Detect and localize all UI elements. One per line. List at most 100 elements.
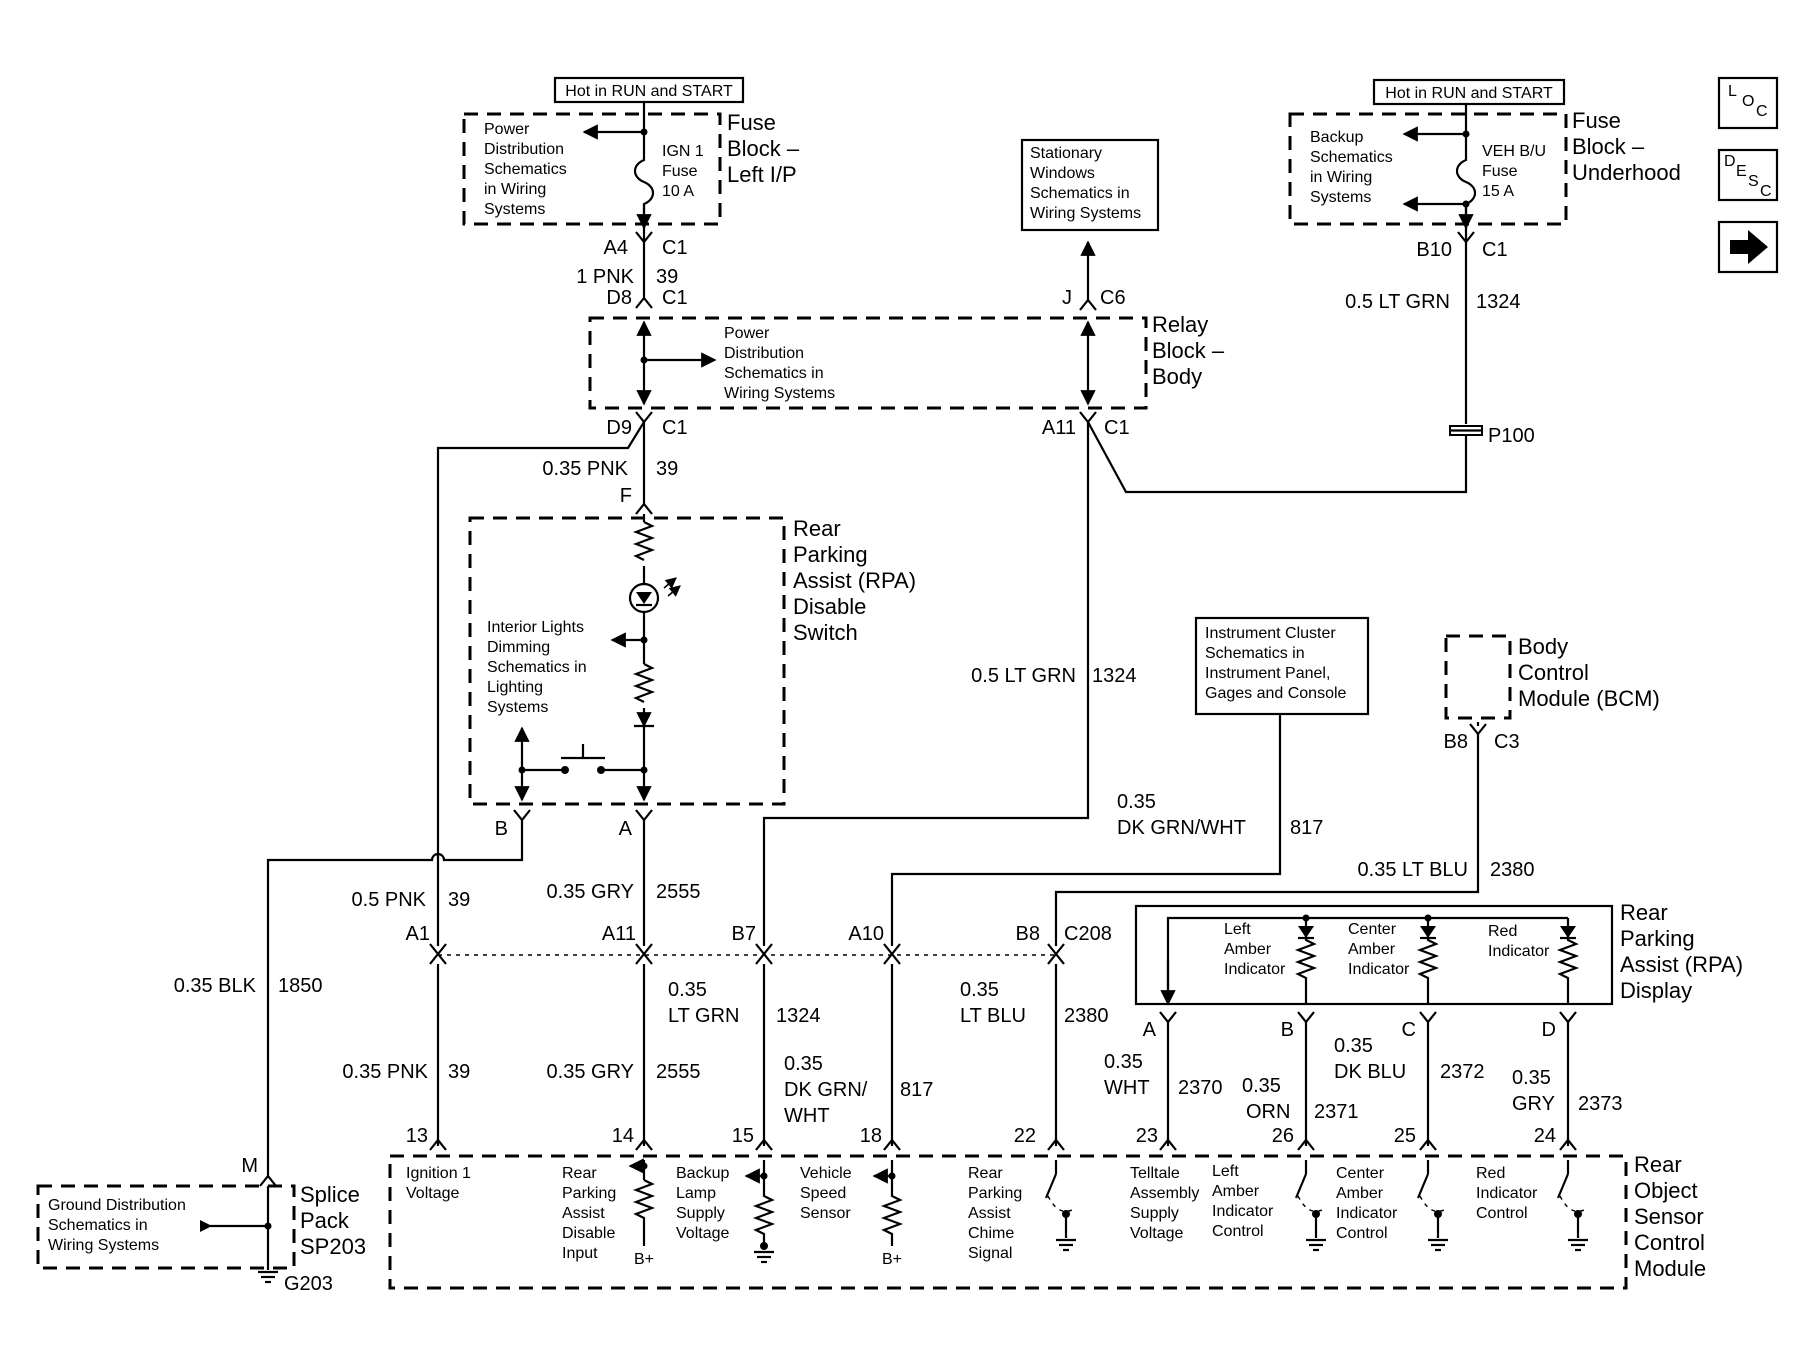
svg-text:Control: Control xyxy=(1336,1225,1388,1242)
svg-text:Interior Lights: Interior Lights xyxy=(487,619,584,636)
svg-text:Schematics in: Schematics in xyxy=(1205,645,1305,662)
pin-f-label: F xyxy=(620,485,632,507)
svg-text:Schematics in: Schematics in xyxy=(48,1217,148,1234)
resistor-symbol xyxy=(632,663,656,703)
svg-text:Rear: Rear xyxy=(793,516,841,541)
ign1-fuse-symbol xyxy=(633,102,655,240)
wire-1324-to-relay xyxy=(1087,421,1468,494)
splice-arrow-icon xyxy=(200,1220,212,1232)
svg-text:Voltage: Voltage xyxy=(676,1225,729,1242)
wire-dk-grn-wht-label: DK GRN/WHT xyxy=(1117,817,1246,839)
svg-text:Distribution: Distribution xyxy=(484,141,564,158)
svg-text:Splice: Splice xyxy=(300,1182,360,1207)
pin-b10-label: B10 xyxy=(1416,239,1452,261)
wire-wht-label: WHT xyxy=(784,1105,830,1127)
fuse-block-underhood-title: Fuse Block – Underhood xyxy=(1572,108,1681,185)
svg-text:Schematics in: Schematics in xyxy=(724,365,824,382)
pin-a11-label: A11 xyxy=(1042,417,1076,439)
svg-text:Stationary: Stationary xyxy=(1030,145,1102,162)
bcm-outline xyxy=(1444,634,1512,720)
pin-15-label: 15 xyxy=(732,1125,754,1147)
svg-text:Pack: Pack xyxy=(300,1208,350,1233)
svg-text:Control: Control xyxy=(1212,1223,1264,1240)
svg-text:Parking: Parking xyxy=(562,1185,616,1202)
svg-text:Instrument Cluster: Instrument Cluster xyxy=(1205,625,1336,642)
connector-m xyxy=(259,1174,277,1187)
left-amber-indicator-branch xyxy=(1294,914,1318,1004)
svg-text:Lamp: Lamp xyxy=(676,1185,716,1202)
left-amber-indicator-label: Left Amber Indicator xyxy=(1224,921,1286,978)
wire-1850-blk xyxy=(266,820,524,1176)
svg-text:Block –: Block – xyxy=(727,136,800,161)
pin-m-label: M xyxy=(241,1155,258,1177)
svg-text:Left: Left xyxy=(1224,921,1251,938)
connector-j xyxy=(1079,298,1097,311)
svg-text:Module (BCM): Module (BCM) xyxy=(1518,686,1660,711)
pin-24-switch-to-ground xyxy=(1556,1160,1588,1252)
svg-text:Telltale: Telltale xyxy=(1130,1165,1180,1182)
pin-b-label: B xyxy=(1281,1019,1294,1041)
pin-18-desc: Vehicle Speed Sensor xyxy=(800,1165,852,1222)
loc-button[interactable]: L O C xyxy=(1717,76,1779,130)
svg-text:Backup: Backup xyxy=(1310,129,1363,146)
stationary-windows-ref: Stationary Windows Schematics in Wiring … xyxy=(1030,145,1141,222)
svg-text:Left: Left xyxy=(1212,1163,1239,1180)
b-plus-label: B+ xyxy=(634,1251,654,1268)
pin-23-label: 23 xyxy=(1136,1125,1158,1147)
svg-text:Relay: Relay xyxy=(1152,312,1208,337)
pin-25-switch-to-ground xyxy=(1416,1160,1448,1252)
g203-label: G203 xyxy=(284,1273,333,1295)
circuit-817-label: 817 xyxy=(1290,817,1323,839)
svg-text:Center: Center xyxy=(1336,1165,1385,1182)
svg-text:Sensor: Sensor xyxy=(1634,1204,1704,1229)
stationary-windows-ref-box xyxy=(1020,138,1160,232)
svg-text:Control: Control xyxy=(1476,1205,1528,1222)
pin-13-desc: Ignition 1 Voltage xyxy=(406,1165,471,1202)
svg-text:Block –: Block – xyxy=(1572,134,1645,159)
wire-lt-blu-label: LT BLU xyxy=(960,1005,1026,1027)
desc-button[interactable]: D E S C xyxy=(1717,148,1779,202)
svg-text:Rear: Rear xyxy=(968,1165,1003,1182)
red-indicator-label: Red Indicator xyxy=(1488,923,1550,960)
pin-a-label: A xyxy=(1143,1019,1157,1041)
svg-text:Power: Power xyxy=(484,121,530,138)
svg-text:Center: Center xyxy=(1348,921,1397,938)
svg-text:Wiring Systems: Wiring Systems xyxy=(48,1237,159,1254)
svg-text:Dimming: Dimming xyxy=(487,639,550,656)
pin-a-label: A xyxy=(619,818,633,840)
inline-connector-p100 xyxy=(1449,425,1483,436)
pin-25-label: 25 xyxy=(1394,1125,1416,1147)
pin-26-desc: Left Amber Indicator Control xyxy=(1212,1163,1274,1240)
circuit-1324-label: 1324 xyxy=(776,1005,821,1027)
svg-text:Systems: Systems xyxy=(1310,189,1371,206)
svg-text:Input: Input xyxy=(562,1245,598,1262)
wire-orn-label: ORN xyxy=(1246,1101,1290,1123)
svg-text:Display: Display xyxy=(1620,978,1692,1003)
pin-14-pullup-resistor xyxy=(628,1158,656,1246)
connector-b xyxy=(513,809,531,822)
hot-in-run-label: Hot in RUN and START xyxy=(565,83,733,100)
svg-text:Indicator: Indicator xyxy=(1488,943,1550,960)
svg-text:L: L xyxy=(1728,83,1737,100)
rosm-title: Rear Object Sensor Control Module xyxy=(1634,1152,1706,1281)
connector-d8 xyxy=(635,296,653,309)
wire-0-35-label: 0.35 xyxy=(1512,1067,1551,1089)
wire-2380-lt-blu xyxy=(1054,734,1480,946)
fuse-block-left-ip-outline xyxy=(462,112,722,226)
circuit-39-label: 39 xyxy=(656,458,678,480)
wire-0-35-label: 0.35 xyxy=(960,979,999,1001)
hot-in-run-label-2: Hot in RUN and START xyxy=(1385,85,1553,102)
svg-text:Lighting: Lighting xyxy=(487,679,543,696)
wire-39-pnk xyxy=(436,421,645,946)
svg-text:Disable: Disable xyxy=(562,1225,615,1242)
pin-13-label: 13 xyxy=(406,1125,428,1147)
svg-text:Voltage: Voltage xyxy=(406,1185,459,1202)
svg-text:E: E xyxy=(1736,163,1747,180)
interior-lights-ref: Interior Lights Dimming Schematics in Li… xyxy=(487,619,587,716)
pin-j-label: J xyxy=(1062,287,1072,309)
pin-14-desc: Rear Parking Assist Disable Input xyxy=(562,1165,616,1262)
resistor-symbol xyxy=(632,521,656,561)
svg-text:Supply: Supply xyxy=(1130,1205,1179,1222)
next-button[interactable] xyxy=(1717,220,1779,274)
